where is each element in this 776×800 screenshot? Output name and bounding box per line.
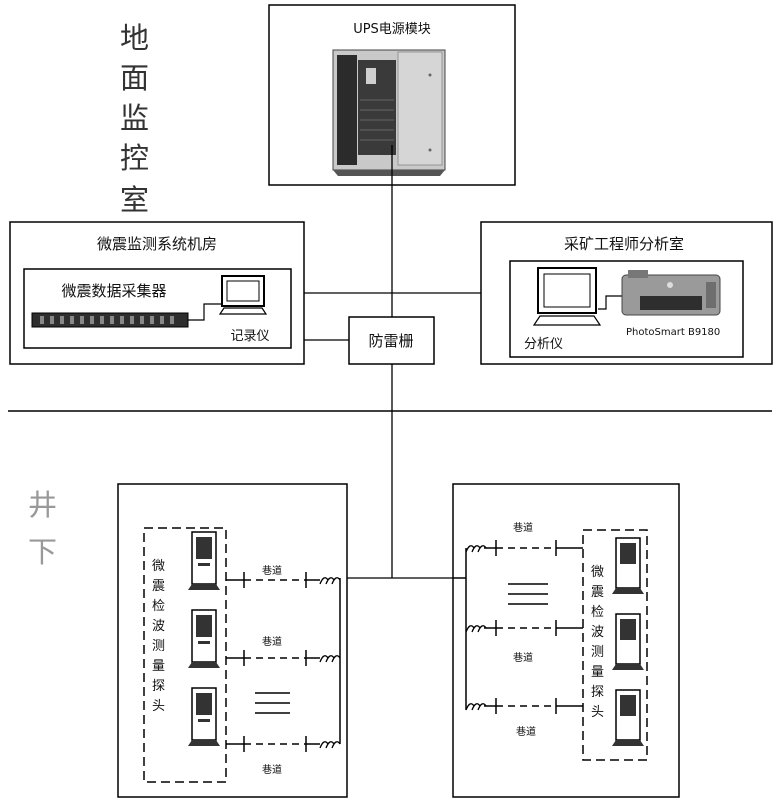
- engineer-room-title: 采矿工程师分析室: [564, 235, 684, 253]
- probe-label-char: 探: [152, 679, 165, 694]
- tunnel-label: 巷道: [513, 521, 533, 534]
- right-underground-station: 微 震 检 波 测 量 探 头: [452, 483, 680, 798]
- probe-label-char: 微: [591, 565, 604, 580]
- data-collector-rack-icon: [31, 312, 189, 328]
- probe-device-icon: [612, 613, 644, 670]
- probe-device-icon: [188, 687, 220, 746]
- probe-device-icon: [612, 537, 644, 594]
- ground-section-label: 地 面 监 控 室: [120, 21, 149, 217]
- tunnel-label: 巷道: [262, 763, 282, 776]
- probe-label-char: 震: [152, 579, 165, 594]
- probe-label-char: 量: [591, 665, 604, 680]
- tunnel-label: 巷道: [513, 651, 533, 664]
- ground-label-char: 控: [120, 141, 149, 175]
- underground-label-char: 井: [28, 488, 57, 522]
- probe-label-char: 头: [591, 705, 604, 720]
- ground-label-char: 地: [120, 21, 149, 55]
- tunnel-label: 巷道: [262, 564, 282, 577]
- left-tunnels: [226, 572, 341, 752]
- ground-label-char: 监: [120, 101, 149, 135]
- wave-symbol-icon: [465, 545, 487, 711]
- probe-label-char: 测: [152, 639, 165, 654]
- analyzer-to-printer-cable: [598, 295, 622, 310]
- probe-device-icon: [612, 689, 644, 746]
- probe-label-char: 检: [591, 605, 604, 620]
- ground-label-char: 室: [120, 183, 149, 217]
- tunnel-label: 巷道: [262, 635, 282, 648]
- probe-label-char: 检: [152, 599, 165, 614]
- ups-cabinet-icon: [332, 49, 446, 176]
- left-underground-station: 微 震 检 波 测 量 探 头: [117, 483, 348, 798]
- right-probe-label: 微 震 检 波 测 量 探 头: [591, 565, 604, 720]
- probe-device-icon: [188, 531, 220, 590]
- probe-label-char: 探: [591, 685, 604, 700]
- probe-label-char: 波: [591, 625, 604, 640]
- monitoring-room-box: 微震监测系统机房 微震数据采集器 记录仪: [9, 221, 305, 365]
- probe-label-char: 头: [152, 699, 165, 714]
- lightning-protection-label: 防雷栅: [368, 332, 413, 350]
- ground-label-char: 面: [120, 61, 149, 95]
- analyzer-computer-icon: [532, 267, 602, 326]
- analyzer-label: 分析仪: [524, 337, 563, 352]
- engineer-room-box: 采矿工程师分析室 分析仪 PhotoSmart B9180: [480, 221, 773, 365]
- probe-label-char: 震: [591, 585, 604, 600]
- collector-to-recorder-cable: [188, 303, 230, 321]
- collector-title: 微震数据采集器: [61, 282, 166, 300]
- wave-symbol-icon: [319, 577, 341, 749]
- right-probe-group: [582, 529, 648, 761]
- probe-label-char: 测: [591, 645, 604, 660]
- recorder-computer-icon: [218, 275, 268, 315]
- probe-label-char: 微: [152, 559, 165, 574]
- tunnel-label: 巷道: [516, 725, 536, 738]
- underground-section-label: 井 下: [28, 488, 57, 569]
- main-connections: [304, 145, 481, 579]
- printer-label: PhotoSmart B9180: [626, 327, 720, 338]
- ups-title: UPS电源模块: [353, 22, 431, 37]
- probe-label-char: 波: [152, 619, 165, 634]
- monitoring-room-title: 微震监测系统机房: [97, 235, 217, 253]
- right-tunnels: [453, 540, 583, 714]
- probe-label-char: 量: [152, 659, 165, 674]
- recorder-label: 记录仪: [230, 329, 269, 344]
- printer-icon: [621, 270, 721, 316]
- lightning-protection-box: 防雷栅: [348, 316, 435, 365]
- left-probe-label: 微 震 检 波 测 量 探 头: [152, 559, 165, 714]
- underground-label-char: 下: [28, 535, 57, 569]
- probe-device-icon: [188, 609, 220, 668]
